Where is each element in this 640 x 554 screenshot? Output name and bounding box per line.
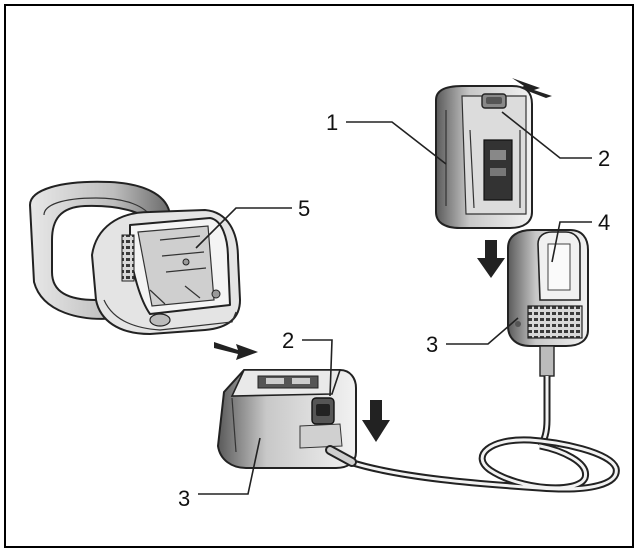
insert-arrow-icon [477, 240, 505, 278]
hedge-trimmer-tool [29, 180, 241, 335]
callout-4: 4 [598, 210, 610, 235]
callout-3-holder: 3 [426, 332, 438, 357]
push-arrow-icon [214, 342, 258, 360]
callout-3-body: 3 [178, 486, 190, 511]
callout-2-adapter: 2 [282, 328, 294, 353]
battery-cartridge [435, 85, 533, 229]
slide-arrow-icon [512, 78, 552, 98]
callout-5: 5 [298, 196, 310, 221]
callout-2-battery: 2 [598, 146, 610, 171]
callout-1: 1 [326, 110, 338, 135]
insert-arrow-icon [362, 400, 390, 442]
adapter-body [217, 369, 357, 469]
adapter-holder [507, 229, 589, 377]
leader-lines [195, 111, 592, 495]
